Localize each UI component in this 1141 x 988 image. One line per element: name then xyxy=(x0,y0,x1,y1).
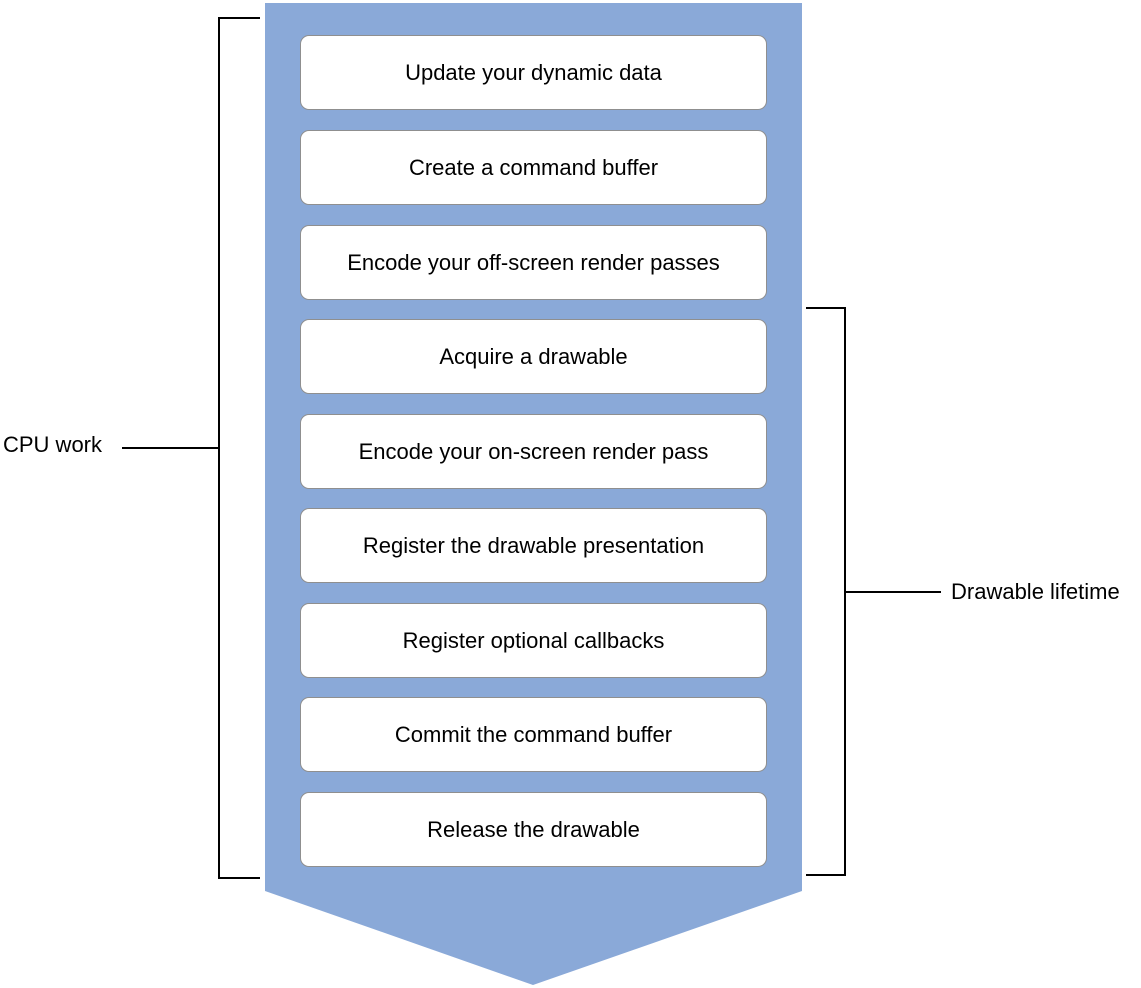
step-release-drawable: Release the drawable xyxy=(300,792,767,867)
step-commit-command-buffer: Commit the command buffer xyxy=(300,697,767,772)
step-label: Acquire a drawable xyxy=(439,343,628,369)
step-create-command-buffer: Create a command buffer xyxy=(300,130,767,205)
step-acquire-drawable: Acquire a drawable xyxy=(300,319,767,394)
step-label: Register optional callbacks xyxy=(402,627,665,653)
step-label: Register the drawable presentation xyxy=(362,532,705,558)
step-register-optional-callbacks: Register optional callbacks xyxy=(300,603,767,678)
step-encode-onscreen-pass: Encode your on-screen render pass xyxy=(300,414,767,489)
cpu-work-label: CPU work xyxy=(3,432,103,457)
step-encode-offscreen-passes: Encode your off-screen render passes xyxy=(300,225,767,300)
step-label: Update your dynamic data xyxy=(405,59,662,85)
step-label: Encode your on-screen render pass xyxy=(358,438,709,464)
cpu-work-bracket xyxy=(122,17,260,879)
step-label: Commit the command buffer xyxy=(394,721,673,747)
step-register-drawable-presentation: Register the drawable presentation xyxy=(300,508,767,583)
step-label: Create a command buffer xyxy=(408,154,659,180)
drawable-lifetime-bracket xyxy=(806,307,941,876)
drawable-lifetime-label: Drawable lifetime xyxy=(951,579,1120,604)
step-label: Release the drawable xyxy=(427,816,640,842)
step-update-dynamic-data: Update your dynamic data xyxy=(300,35,767,110)
step-label: Encode your off-screen render passes xyxy=(347,249,720,275)
